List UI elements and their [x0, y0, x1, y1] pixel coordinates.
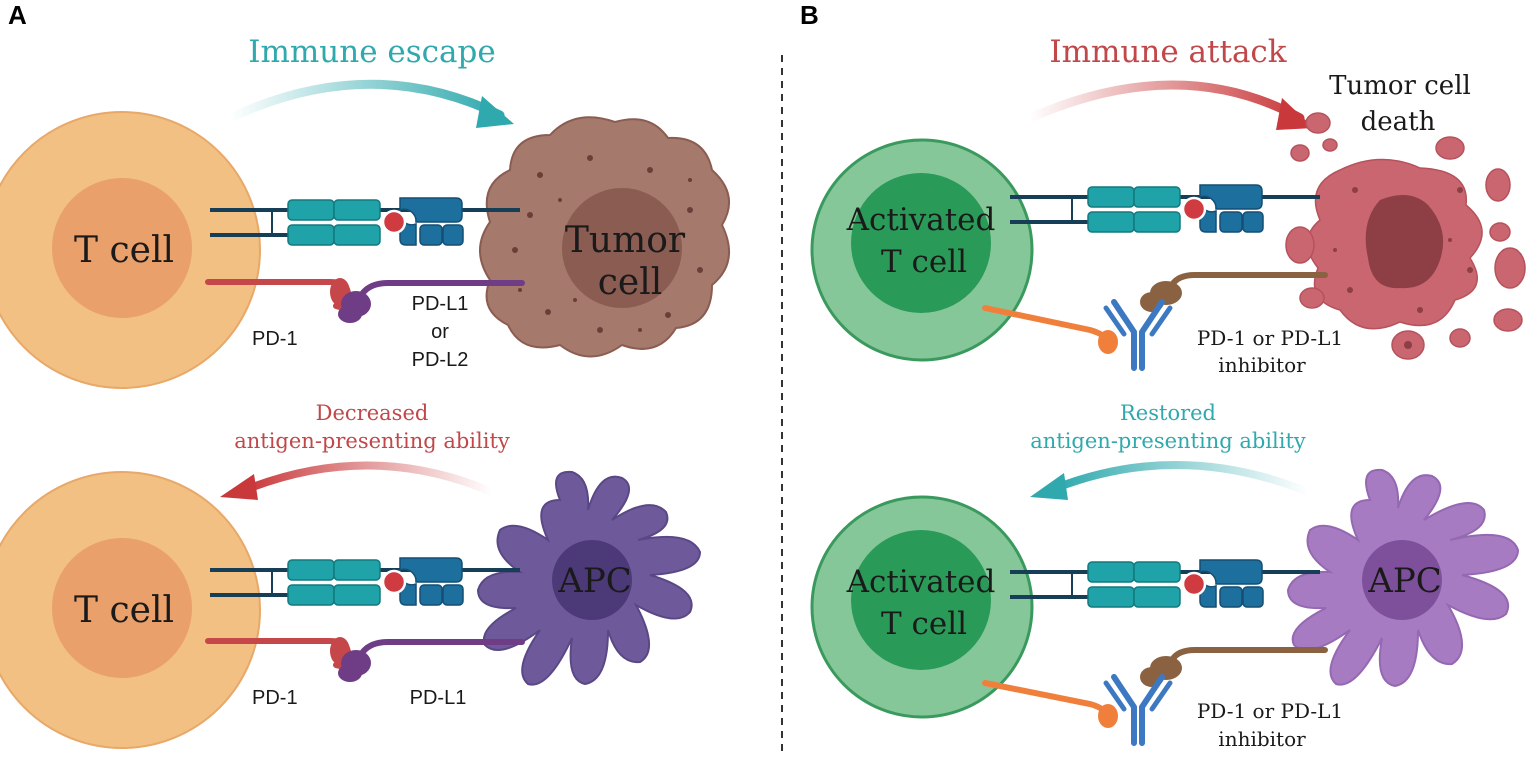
pd1-receptor-b-bottom: [982, 680, 1109, 717]
activated-t-cell-bottom-nucleus: [851, 530, 991, 670]
immune-attack-arrow: [1025, 80, 1305, 123]
pdl1-ligand-bottom: [359, 639, 525, 656]
inhibitor-bottom-label-line2: inhibitor: [1218, 727, 1306, 751]
tumor-dots: [512, 155, 703, 333]
restored-arrowhead: [1030, 473, 1068, 500]
activated-t-cell-bottom-label-line2: T cell: [881, 606, 967, 642]
tumor-death-label-line2: death: [1361, 107, 1436, 137]
panel-a-top: Immune escape Tumor cell T cell PD-1 PD-…: [0, 34, 730, 389]
inhibitor-bottom-label-line1: PD-1 or PD-L1: [1197, 699, 1343, 723]
panel-b-top: Immune attack Tumor cell death: [810, 34, 1526, 377]
activated-t-cell-label-line2: T cell: [881, 244, 967, 280]
decreased-arrowhead: [220, 474, 258, 500]
tumor-label-line2: cell: [598, 262, 663, 303]
activated-t-cell-bottom-label-line1: Activated: [846, 564, 996, 600]
activated-t-cell-nucleus: [851, 173, 991, 313]
ligand-label-line3: PD-L2: [412, 349, 469, 371]
pdl1-head-lower: [338, 305, 362, 323]
ligand-label-line2: or: [431, 321, 449, 343]
apc-label-b: APC: [1367, 561, 1441, 601]
panel-letter-b: B: [800, 0, 819, 30]
t-cell-nucleus: [52, 178, 192, 318]
panel-letter-a: A: [8, 0, 27, 30]
decreased-label-line2: antigen-presenting ability: [234, 429, 510, 453]
t-cell-bottom-label: T cell: [74, 590, 174, 631]
pd1-label-bottom: PD-1: [252, 687, 298, 709]
tcr-mhc-complex-b: [1008, 183, 1322, 234]
inhibitor-label-line1: PD-1 or PD-L1: [1197, 326, 1343, 350]
pd1-label: PD-1: [252, 328, 298, 350]
restored-arrow: [1052, 460, 1312, 496]
immune-attack-arrowhead: [1276, 98, 1314, 130]
decreased-arrow: [241, 461, 496, 496]
tumor-label-line1: Tumor: [565, 220, 686, 261]
dying-tumor-dots: [1333, 187, 1473, 349]
decreased-label-line1: Decreased: [316, 401, 429, 425]
apc-label: APC: [557, 561, 631, 601]
restored-label-line2: antigen-presenting ability: [1030, 429, 1306, 453]
ligand-label-line1: PD-L1: [412, 293, 469, 315]
activated-t-cell-label-line1: Activated: [846, 202, 996, 238]
tumor-nucleus: [562, 188, 682, 308]
apc-nucleus-b: [1362, 540, 1442, 620]
pd1-head-b: [1098, 330, 1118, 354]
restored-label-line1: Restored: [1120, 401, 1216, 425]
tcr-mhc-complex-b-bottom: [1008, 558, 1322, 609]
immune-escape-arrowhead: [476, 96, 514, 128]
immune-escape-arrow: [225, 79, 505, 123]
t-cell-bottom-nucleus: [52, 538, 192, 678]
t-cell-label: T cell: [74, 230, 174, 271]
pdl1-label-bottom: PD-L1: [410, 687, 467, 709]
panel-b-bottom: Restored antigen-presenting ability APC …: [810, 401, 1520, 751]
pdl1-ligand: [359, 280, 525, 297]
inhibitor-label-line2: inhibitor: [1218, 353, 1306, 377]
immune-escape-label: Immune escape: [248, 34, 495, 70]
panel-a-bottom: Decreased antigen-presenting ability APC…: [0, 401, 702, 749]
pd1-head-b-bottom: [1098, 704, 1118, 728]
apc-nucleus: [552, 540, 632, 620]
pdl1-ligand-b: [1169, 272, 1328, 288]
tumor-death-label-line1: Tumor cell: [1329, 71, 1471, 101]
pdl1-head-bottom-lower: [338, 664, 362, 682]
pdl1-ligand-b-bottom: [1169, 647, 1328, 663]
immune-attack-label: Immune attack: [1049, 34, 1286, 70]
dying-tumor-nucleus: [1365, 195, 1444, 289]
